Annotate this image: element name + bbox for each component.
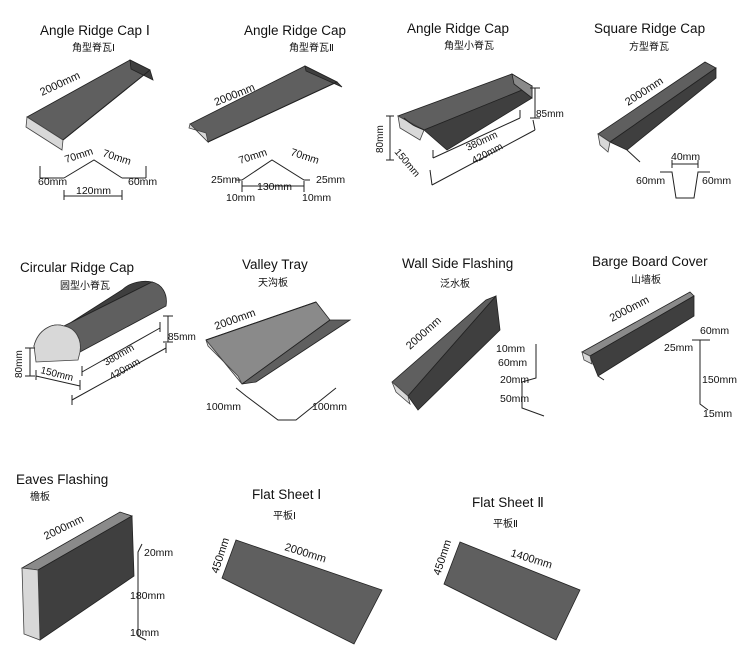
angle-ridge-cap-small: Angle Ridge Cap 角型小脊瓦 85mm 80mm 150mm 38…	[375, 21, 564, 186]
dim-lip: 15mm	[703, 408, 732, 420]
dim-top-width: 40mm	[671, 151, 700, 163]
subtitle-wall-side-flashing: 泛水板	[440, 277, 470, 290]
subtitle-valley-tray: 天沟板	[258, 276, 288, 289]
dim-slope-right: 70mm	[101, 147, 133, 168]
title-square-ridge-cap: Square Ridge Cap	[594, 21, 705, 36]
dim-width-left: 100mm	[206, 401, 241, 413]
title-eaves-flashing: Eaves Flashing	[16, 472, 108, 487]
barge-board-cover-drawing	[581, 291, 710, 411]
dim-top: 60mm	[700, 325, 729, 337]
title-barge-board-cover: Barge Board Cover	[592, 254, 708, 269]
title-valley-tray: Valley Tray	[242, 257, 308, 272]
dim-width-right: 100mm	[312, 401, 347, 413]
dim-lip-right: 10mm	[302, 192, 331, 204]
dim-height-right: 85mm	[536, 109, 564, 120]
angle-ridge-cap-2-drawing	[188, 65, 343, 192]
dim-top: 20mm	[144, 547, 173, 559]
dim-flange-left: 25mm	[211, 174, 240, 186]
dim-depth: 150mm	[392, 147, 422, 180]
dim-height-left: 80mm	[14, 350, 25, 378]
title-circular-ridge-cap: Circular Ridge Cap	[20, 260, 134, 275]
dim-flange-left: 60mm	[636, 175, 665, 187]
dim-flange-right: 60mm	[702, 175, 731, 187]
circular-ridge-cap: Circular Ridge Cap 圆型小脊瓦 85mm 80mm 150mm…	[14, 260, 196, 405]
dim-upstand: 60mm	[498, 357, 527, 369]
dim-slope-right: 70mm	[289, 146, 321, 167]
angle-ridge-cap-1: Angle Ridge Cap Ⅰ 角型脊瓦Ⅰ 2000mm 70mm 70mm…	[25, 23, 157, 200]
title-flat-sheet-2: Flat Sheet Ⅱ	[472, 495, 544, 510]
subtitle-circular-ridge-cap: 圆型小脊瓦	[60, 279, 110, 292]
subtitle-barge-board-cover: 山墙板	[631, 273, 661, 286]
dim-width: 130mm	[257, 181, 292, 193]
valley-tray: Valley Tray 天沟板 2000mm 100mm 100mm	[205, 257, 352, 421]
subtitle-square-ridge-cap: 方型脊瓦	[629, 40, 669, 53]
angle-ridge-cap-1-drawing	[25, 59, 154, 200]
dim-height-right: 85mm	[168, 332, 196, 343]
dim-height: 180mm	[130, 590, 165, 602]
wall-side-flashing: Wall Side Flashing 泛水板 2000mm 10mm 60mm …	[391, 256, 545, 417]
dim-flange-right: 25mm	[316, 174, 345, 186]
title-angle-ridge-cap-2: Angle Ridge Cap	[244, 23, 346, 38]
dim-height-left: 80mm	[375, 125, 386, 153]
circular-ridge-cap-drawing	[25, 280, 173, 405]
wall-side-flashing-drawing	[391, 295, 545, 417]
subtitle-angle-ridge-cap-1: 角型脊瓦Ⅰ	[72, 41, 115, 54]
title-angle-ridge-cap-small: Angle Ridge Cap	[407, 21, 509, 36]
flat-sheet-2: Flat Sheet Ⅱ 平板Ⅱ 450mm 1400mm	[431, 495, 581, 641]
valley-tray-drawing	[205, 301, 352, 421]
subtitle-angle-ridge-cap-small: 角型小脊瓦	[444, 39, 494, 52]
square-ridge-cap-drawing	[597, 61, 717, 199]
dim-width: 120mm	[76, 185, 111, 197]
flat-sheet-1: Flat Sheet Ⅰ 平板Ⅰ 450mm 2000mm	[209, 487, 383, 645]
eaves-flashing-drawing	[20, 511, 147, 641]
subtitle-flat-sheet-2: 平板Ⅱ	[493, 517, 518, 530]
angle-ridge-cap-2: Angle Ridge Cap 角型脊瓦Ⅱ 2000mm 70mm 70mm 2…	[188, 23, 346, 204]
eaves-flashing: Eaves Flashing 檐板 2000mm 20mm 180mm 10mm	[16, 472, 173, 641]
title-wall-side-flashing: Wall Side Flashing	[402, 256, 513, 271]
dim-flange: 25mm	[664, 342, 693, 354]
dim-top-lip: 10mm	[496, 343, 525, 355]
dim-lip: 10mm	[130, 627, 159, 639]
square-ridge-cap: Square Ridge Cap 方型脊瓦 2000mm 40mm 60mm 6…	[594, 21, 731, 199]
title-angle-ridge-cap-1: Angle Ridge Cap Ⅰ	[40, 23, 150, 38]
dim-lip-left: 10mm	[226, 192, 255, 204]
flat-sheet-2-drawing	[443, 541, 581, 641]
subtitle-eaves-flashing: 檐板	[30, 490, 50, 503]
barge-board-cover: Barge Board Cover 山墙板 2000mm 60mm 25mm 1…	[581, 254, 737, 420]
flat-sheet-1-drawing	[221, 539, 383, 645]
dim-step: 20mm	[500, 374, 529, 386]
subtitle-flat-sheet-1: 平板Ⅰ	[273, 509, 296, 522]
dim-slope-left: 70mm	[237, 146, 269, 167]
subtitle-angle-ridge-cap-2: 角型脊瓦Ⅱ	[289, 41, 334, 54]
dim-flange-right: 60mm	[128, 176, 157, 188]
dim-base: 50mm	[500, 393, 529, 405]
dim-flange-left: 60mm	[38, 176, 67, 188]
dim-height: 150mm	[702, 374, 737, 386]
title-flat-sheet-1: Flat Sheet Ⅰ	[252, 487, 321, 502]
angle-ridge-cap-small-drawing	[386, 73, 540, 186]
